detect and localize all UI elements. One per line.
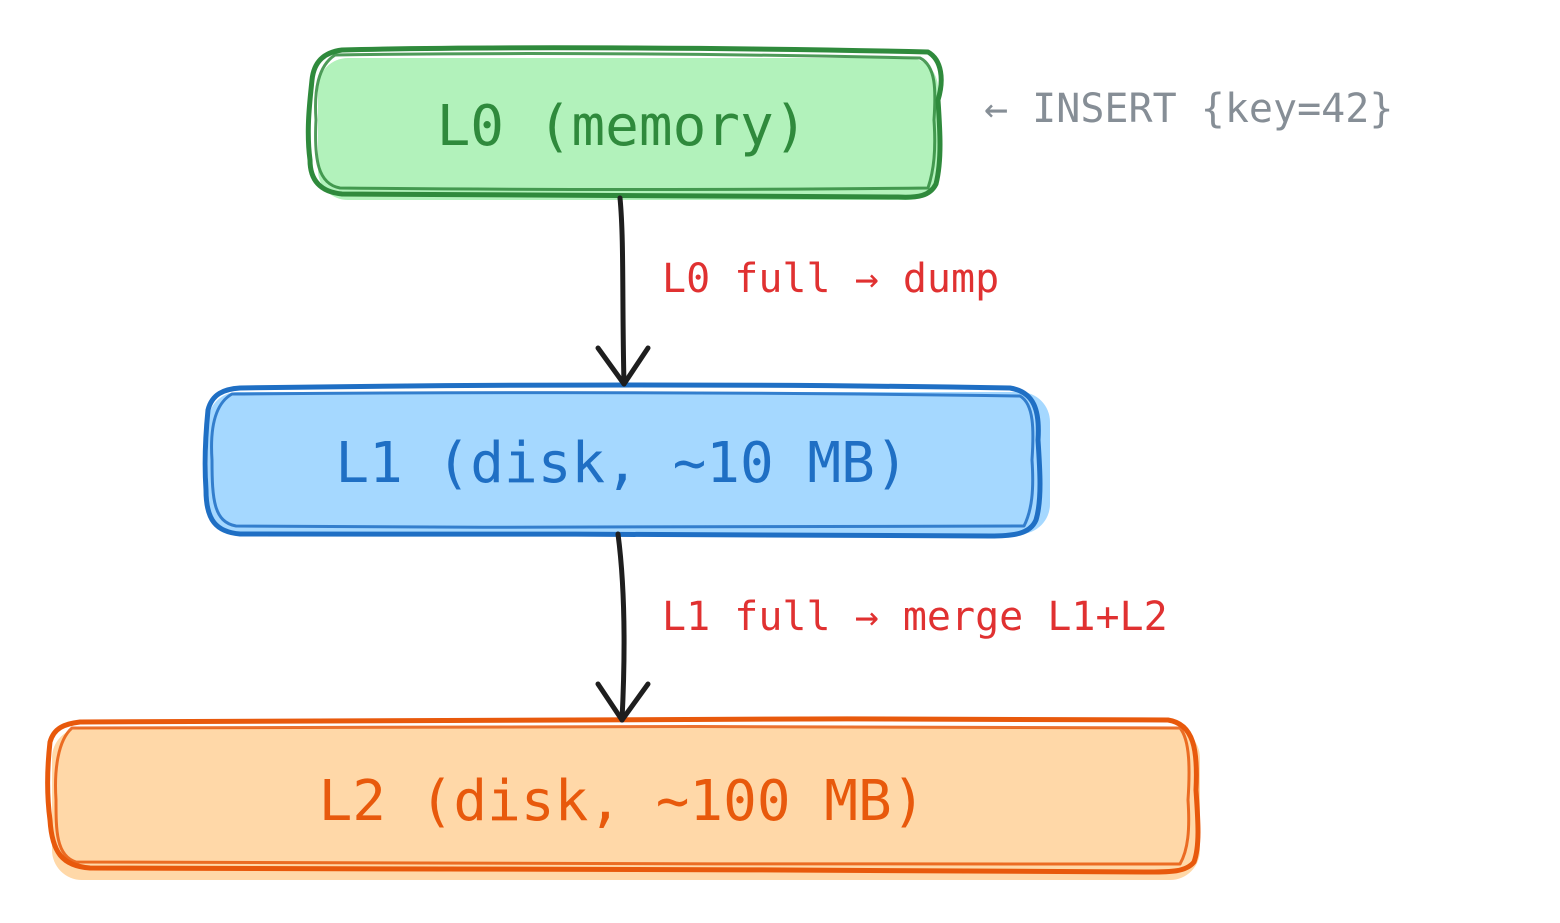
- level-0-label: L0 (memory): [437, 94, 808, 159]
- dump-edge-label: L0 full → dump: [662, 256, 999, 302]
- level-2-box[interactable]: L2 (disk, ~100 MB): [45, 716, 1201, 880]
- level-2-label: L2 (disk, ~100 MB): [319, 769, 926, 834]
- merge-edge-label: L1 full → merge L1+L2: [662, 594, 1168, 640]
- arrow-l1-to-l2: [595, 531, 651, 723]
- arrow-l0-to-l1: [595, 195, 651, 387]
- insert-note: ← INSERT {key=42}: [984, 86, 1393, 132]
- level-1-label: L1 (disk, ~10 MB): [335, 431, 908, 496]
- level-0-box[interactable]: L0 (memory): [305, 45, 944, 200]
- level-1-box[interactable]: L1 (disk, ~10 MB): [202, 382, 1050, 539]
